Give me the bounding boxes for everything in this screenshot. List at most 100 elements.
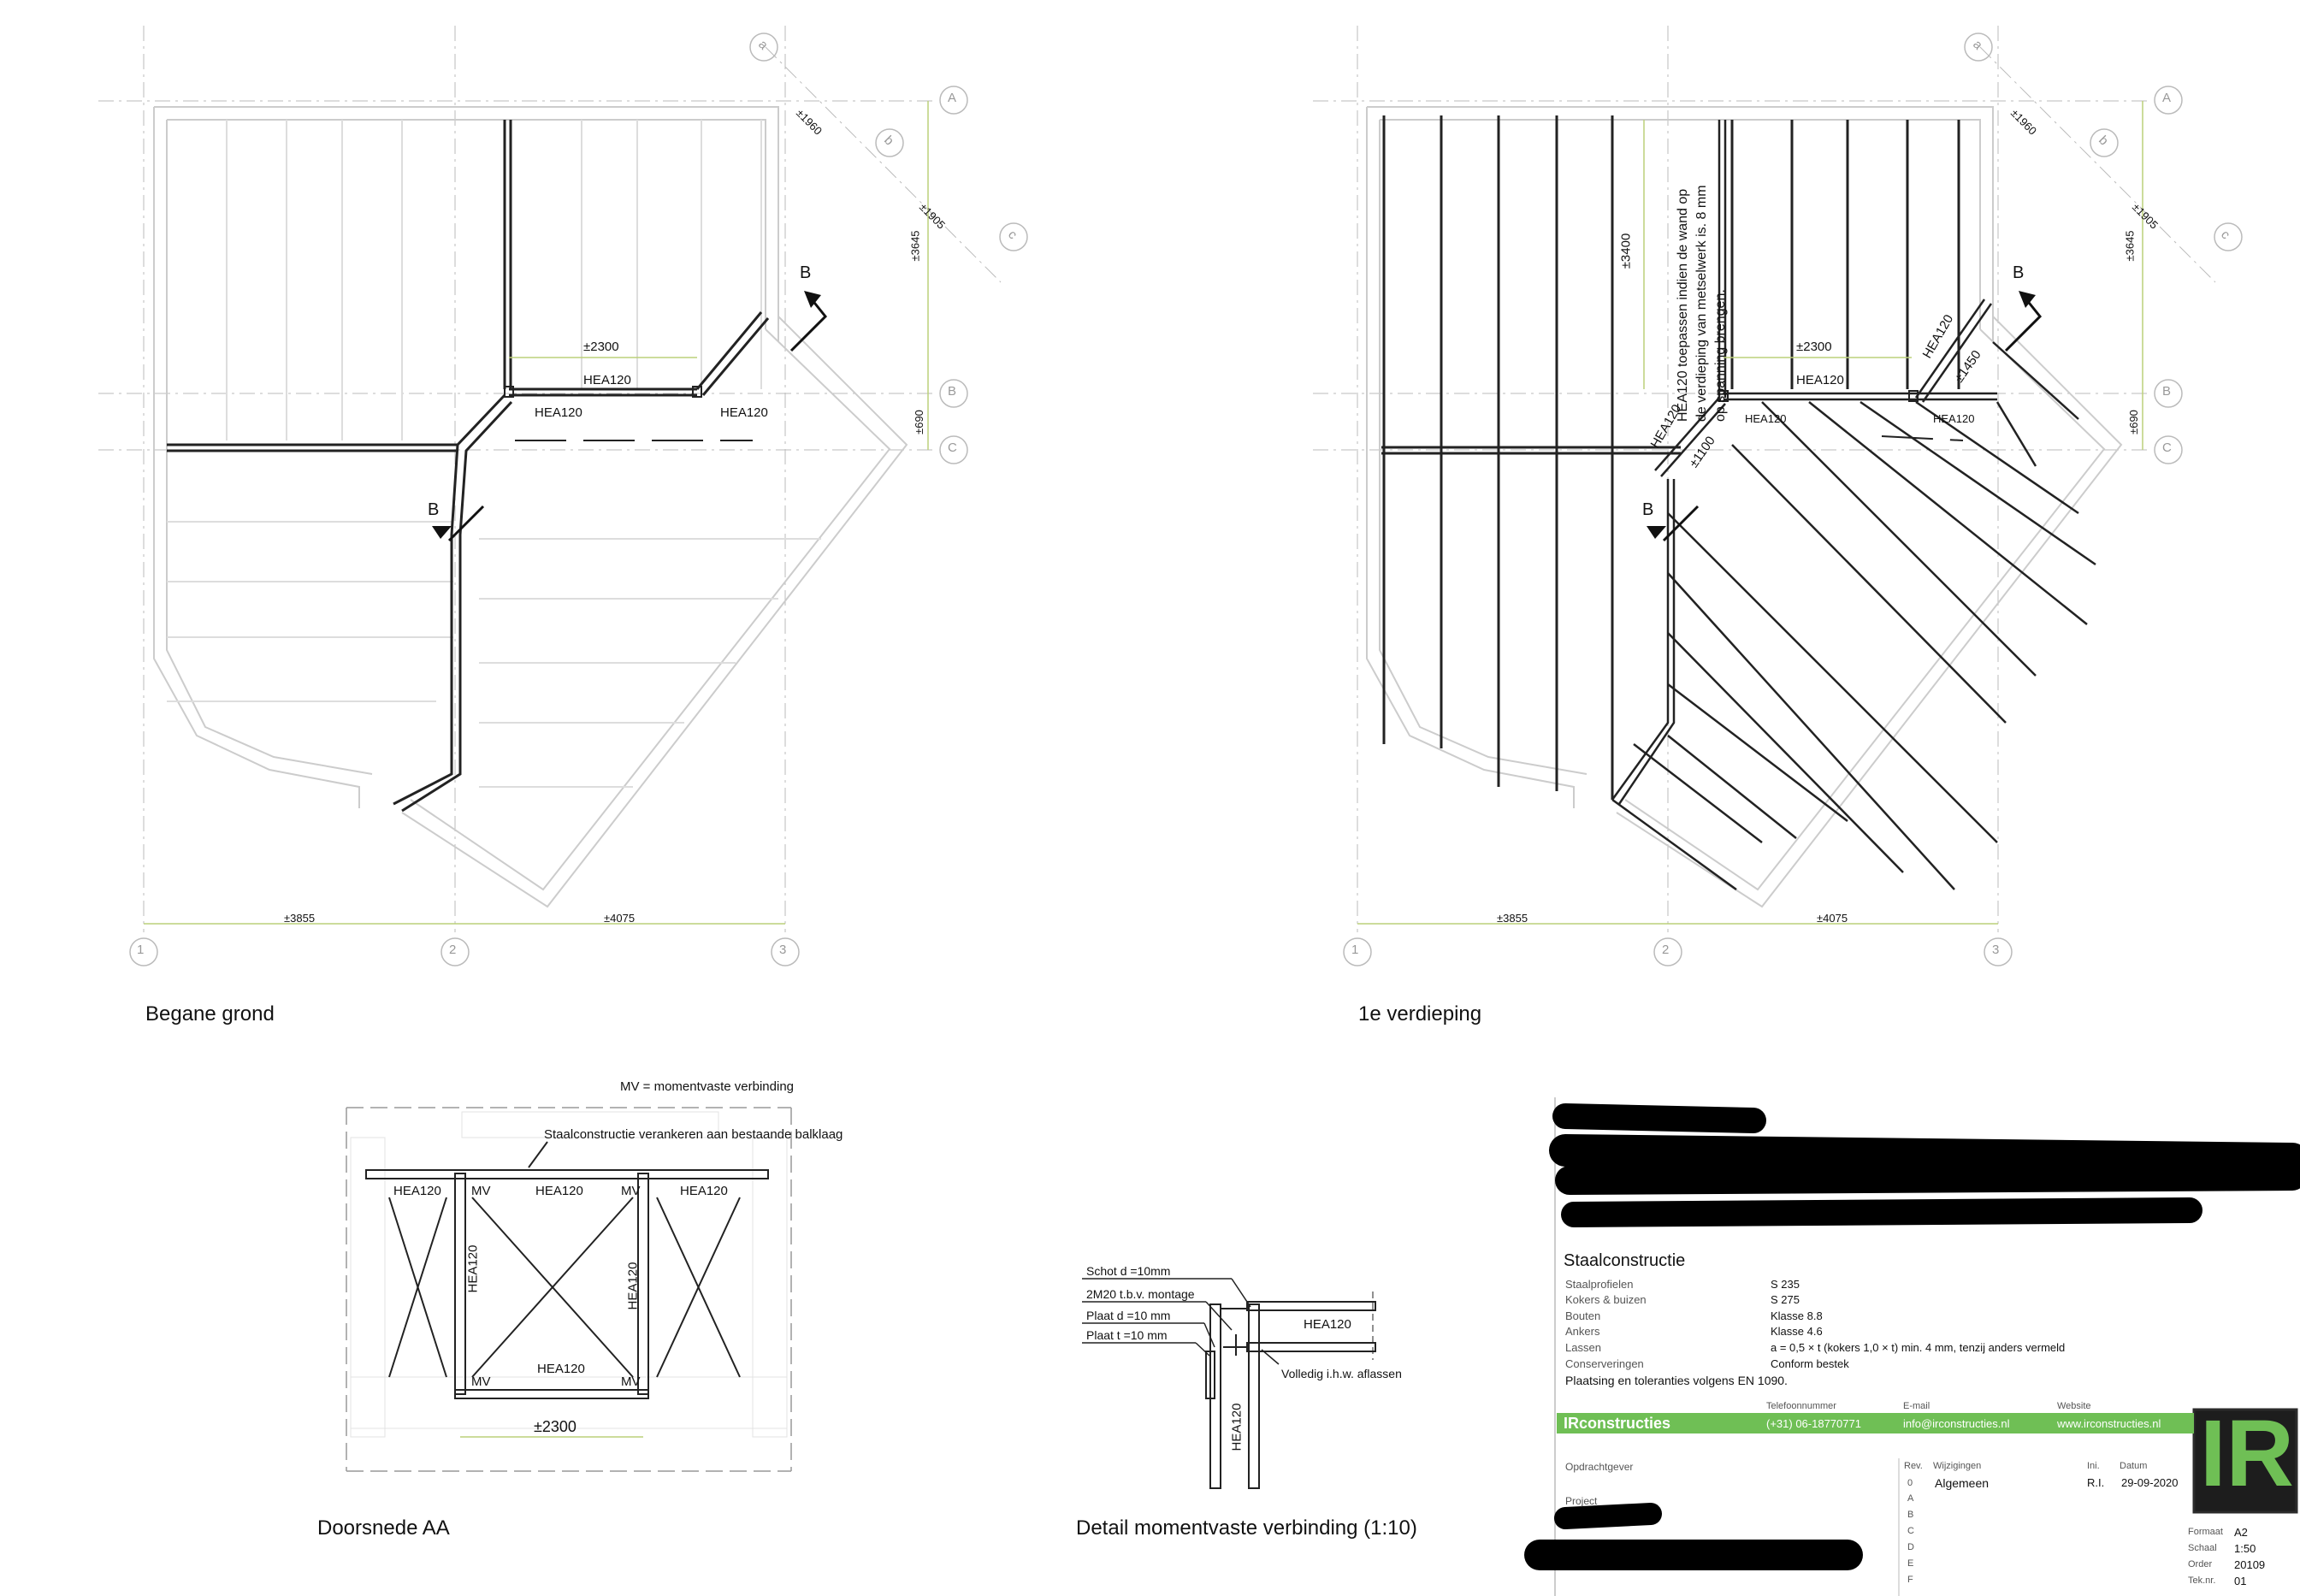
dim-4075-b: ±4075	[1817, 912, 1848, 925]
meta-key: Formaat	[2188, 1527, 2223, 1537]
company-website: www.irconstructies.nl	[2057, 1417, 2161, 1430]
meta-key: Schaal	[2188, 1543, 2217, 1553]
dim-2300: ±2300	[583, 340, 619, 354]
email-heading: E-mail	[1903, 1401, 1930, 1411]
detail-weld-label: Volledig i.h.w. aflassen	[1281, 1367, 1402, 1380]
grid-letter-b-b: B	[2162, 384, 2172, 399]
detail-column-label: HEA120	[1229, 1403, 1245, 1451]
spec-value: Klasse 4.6	[1771, 1325, 1823, 1338]
changes-heading: Wijzigingen	[1933, 1461, 1982, 1471]
section-column-left: HEA120	[465, 1244, 481, 1293]
mv-bottom-left: MV	[471, 1374, 491, 1389]
dim-3855: ±3855	[284, 912, 316, 925]
section-beam-bottom: HEA120	[537, 1362, 585, 1376]
anchor-note: Staalconstructie verankeren aan bestaand…	[544, 1127, 843, 1142]
dim-3400: ±3400	[1618, 233, 1634, 269]
section-dim-2300: ±2300	[534, 1418, 576, 1435]
detail-label-plate-t: Plaat t =10 mm	[1086, 1328, 1168, 1342]
revision-code: F	[1907, 1575, 1913, 1585]
meta-value: A2	[2234, 1526, 2248, 1539]
note-line-3: op spanning brengen.	[1713, 289, 1728, 422]
section-mark-b-right-b: B	[2013, 263, 2025, 282]
ini-heading: Ini.	[2087, 1461, 2100, 1471]
section-mark-b-right: B	[800, 263, 812, 282]
grid-letter-a: A	[948, 91, 957, 105]
section-mark-b-left: B	[428, 500, 440, 519]
rev-heading: Rev.	[1904, 1461, 1923, 1471]
meta-value: 1:50	[2234, 1542, 2256, 1555]
spec-value: Conform bestek	[1771, 1357, 1849, 1370]
revision-code: D	[1907, 1542, 1914, 1552]
mv-top-right: MV	[621, 1184, 641, 1198]
spec-value: a = 0,5 × t (kokers 1,0 × t) min. 4 mm, …	[1771, 1341, 2066, 1354]
dim-690: ±690	[912, 410, 925, 434]
grid-letter-a-b: A	[2162, 91, 2172, 105]
grid-number-1: 1	[137, 943, 145, 957]
company-email: info@irconstructies.nl	[1903, 1417, 2010, 1430]
detail-label-bolts: 2M20 t.b.v. montage	[1086, 1287, 1195, 1301]
meta-value: 20109	[2234, 1558, 2266, 1571]
dim-2300-b: ±2300	[1796, 340, 1832, 354]
rev0-ini: R.I.	[2087, 1476, 2105, 1489]
meta-key: Order	[2188, 1559, 2213, 1569]
beam-right-label-b: HEA120	[1933, 412, 1975, 425]
company-bar	[1557, 1413, 2194, 1433]
detail-label-plate-d: Plaat d =10 mm	[1086, 1309, 1171, 1322]
rev0-change: Algemeen	[1935, 1476, 1990, 1490]
note-line-2: de verdieping van metselwerk is. 8 mm	[1694, 185, 1709, 422]
spec-value: S 235	[1771, 1278, 1800, 1291]
grid-number-3b: 3	[1992, 943, 2000, 957]
date-heading: Datum	[2120, 1461, 2148, 1471]
revision-code: 0	[1907, 1478, 1913, 1488]
mv-legend: MV = momentvaste verbinding	[620, 1079, 795, 1094]
first-floor-plan	[1313, 26, 2243, 966]
section-aa	[346, 1107, 792, 1472]
spec-key: Kokers & buizen	[1565, 1293, 1647, 1306]
ground-floor-plan	[98, 26, 1028, 966]
spec-value: Klasse 8.8	[1771, 1309, 1823, 1322]
grid-number-3: 3	[779, 943, 787, 957]
company-logo: IR	[2200, 1401, 2294, 1506]
beam-right-label: HEA120	[720, 405, 768, 420]
spec-key: Ankers	[1565, 1325, 1600, 1338]
project-label: Project	[1565, 1495, 1598, 1507]
dim-4075: ±4075	[604, 912, 636, 925]
revision-code: B	[1907, 1510, 1914, 1520]
phone-heading: Telefoonnummer	[1766, 1401, 1836, 1411]
section-beam-1: HEA120	[393, 1184, 441, 1198]
grid-number-1b: 1	[1351, 943, 1359, 957]
revision-code: A	[1907, 1493, 1914, 1504]
revision-code: C	[1907, 1526, 1914, 1536]
grid-number-2b: 2	[1662, 943, 1670, 957]
title-block	[1524, 1097, 2300, 1596]
beam-left-label-b: HEA120	[1745, 412, 1787, 425]
company-name: IRconstructies	[1564, 1415, 1671, 1432]
beam-top-label-b: HEA120	[1796, 373, 1844, 387]
grid-letter-c: C	[948, 440, 957, 455]
titleblock-heading: Staalconstructie	[1564, 1251, 1686, 1270]
detail-title: Detail momentvaste verbinding (1:10)	[1076, 1516, 1417, 1540]
tolerance-note: Plaatsing en toleranties volgens EN 1090…	[1565, 1374, 1788, 1387]
meta-key: Tek.nr.	[2188, 1575, 2216, 1586]
web-heading: Website	[2057, 1401, 2091, 1411]
spec-key: Lassen	[1565, 1341, 1601, 1354]
spec-value: S 275	[1771, 1293, 1800, 1306]
section-mark-b-left-b: B	[1642, 500, 1654, 519]
section-column-right: HEA120	[625, 1262, 641, 1310]
client-label: Opdrachtgever	[1565, 1461, 1634, 1473]
detail-moment-connection	[1082, 1278, 1376, 1489]
grid-number-2: 2	[449, 943, 457, 957]
company-phone: (+31) 06-18770771	[1766, 1417, 1861, 1430]
beam-left-label: HEA120	[535, 405, 582, 420]
rev0-date: 29-09-2020	[2121, 1476, 2179, 1489]
ground-floor-title: Begane grond	[145, 1002, 275, 1026]
detail-beam-label: HEA120	[1304, 1317, 1351, 1332]
spec-key: Bouten	[1565, 1309, 1601, 1322]
dim-690-b: ±690	[2126, 410, 2140, 434]
meta-value: 01	[2234, 1575, 2247, 1587]
dim-3645-b: ±3645	[2123, 230, 2137, 262]
mv-top-left: MV	[471, 1184, 491, 1198]
mv-bottom-right: MV	[621, 1374, 641, 1389]
revision-code: E	[1907, 1558, 1914, 1569]
section-beam-2: HEA120	[535, 1184, 583, 1198]
